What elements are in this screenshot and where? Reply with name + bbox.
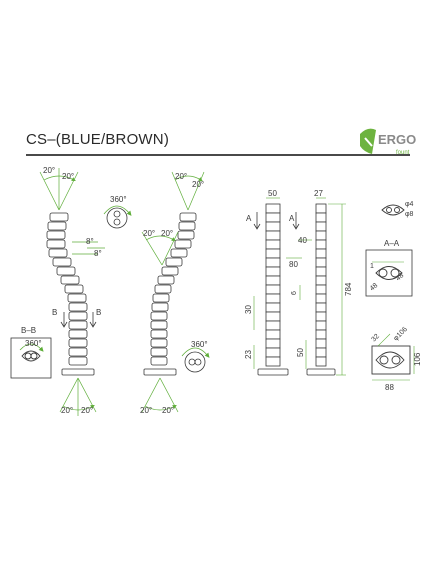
left-bottom-angle-b: 20° bbox=[81, 406, 93, 415]
dim-phi4: φ4 bbox=[405, 201, 414, 208]
section-a-markers bbox=[253, 212, 300, 230]
section-bb-angle: 360° bbox=[25, 339, 42, 348]
straight-spine-narrow bbox=[306, 203, 336, 376]
section-bb-profile bbox=[21, 350, 41, 362]
curved-bottom-angle-b: 20° bbox=[162, 406, 174, 415]
curved-rotation-disc bbox=[184, 351, 206, 373]
dim-6: 6 bbox=[291, 291, 298, 295]
section-a-label-left: A bbox=[246, 214, 252, 223]
dim-32: 32 bbox=[370, 333, 381, 344]
dim-88: 88 bbox=[385, 383, 394, 392]
curved-rotation-angle: 360° bbox=[191, 340, 208, 349]
left-rotation-angle: 360° bbox=[110, 195, 127, 204]
dim-48-left: 48 bbox=[369, 282, 380, 292]
left-rotation-disc bbox=[106, 207, 128, 229]
curved-mid-angle-a: 20° bbox=[143, 229, 155, 238]
top-detail bbox=[381, 204, 405, 216]
section-bb-label: B–B bbox=[21, 326, 36, 335]
dim-40: 40 bbox=[298, 236, 307, 245]
section-aa-frame bbox=[365, 249, 413, 297]
dimension-lines bbox=[253, 197, 346, 376]
logo-sub: fount bbox=[396, 150, 410, 156]
section-b-label-left: B bbox=[52, 308, 57, 317]
straight-spine-wide bbox=[257, 203, 289, 376]
left-top-angle-b: 20° bbox=[62, 172, 74, 181]
dim-106: 106 bbox=[413, 352, 422, 366]
left-bottom-angle-a: 20° bbox=[61, 406, 73, 415]
section-aa-label: A–A bbox=[384, 239, 400, 248]
dim-phi106: φ106 bbox=[392, 326, 408, 342]
left-top-angle-a: 20° bbox=[43, 166, 55, 175]
dim-50-base: 50 bbox=[296, 348, 305, 357]
section-a-label-right: A bbox=[289, 214, 295, 223]
ergo-logo: ERGO fount bbox=[360, 128, 416, 156]
section-b-markers bbox=[60, 312, 97, 328]
curved-angle-lines bbox=[141, 171, 205, 413]
left-angle-lines bbox=[39, 168, 105, 416]
left-spine bbox=[46, 212, 95, 376]
dim-48-right: 48 bbox=[395, 272, 406, 282]
section-aa-profile bbox=[375, 266, 403, 280]
left-bend-angle-a: 8° bbox=[86, 237, 94, 246]
base-detail bbox=[371, 345, 411, 375]
dim-27-top: 27 bbox=[314, 189, 323, 198]
base-dimension-lines bbox=[372, 333, 415, 381]
dim-784: 784 bbox=[344, 282, 353, 296]
section-bb-frame bbox=[10, 337, 52, 379]
dim-23: 23 bbox=[244, 350, 253, 359]
curved-spine bbox=[143, 212, 197, 376]
section-b-label-right: B bbox=[96, 308, 101, 317]
curved-top-angle-b: 20° bbox=[192, 180, 204, 189]
dim-80: 80 bbox=[289, 260, 298, 269]
title-rule bbox=[26, 154, 410, 156]
dim-phi8: φ8 bbox=[405, 211, 414, 218]
dim-1: 1 bbox=[370, 263, 374, 270]
page-title: CS–(BLUE/BROWN) bbox=[26, 131, 170, 148]
curved-mid-angle-b: 20° bbox=[161, 229, 173, 238]
curved-top-angle-a: 20° bbox=[175, 172, 187, 181]
curved-bottom-angle-a: 20° bbox=[140, 406, 152, 415]
logo-word: ERGO bbox=[378, 132, 416, 147]
left-bend-angle-b: 8° bbox=[94, 249, 102, 258]
dim-30: 30 bbox=[244, 305, 253, 314]
dim-50-top: 50 bbox=[268, 189, 277, 198]
